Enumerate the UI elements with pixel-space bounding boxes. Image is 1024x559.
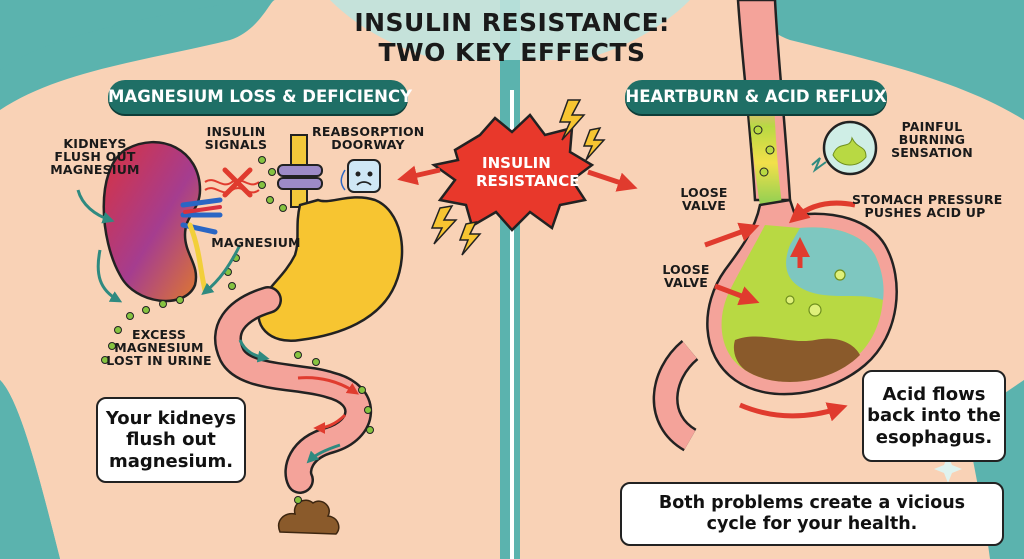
reabsorption-label: REABSORPTION DOORWAY [312, 124, 425, 153]
painful-burning-label: PAINFUL BURNING SENSATION [891, 119, 973, 161]
burning-bubble-icon [811, 120, 878, 176]
receptor-doorway-icon [277, 134, 323, 208]
loose-valve-upper-label: LOOSE VALVE [680, 185, 728, 214]
right-flow-arrows [704, 200, 856, 422]
blocked-signal-icon [204, 167, 260, 198]
right-callout: Acid flows back into the esophagus. [862, 370, 1006, 462]
insulin-signals-label: INSULIN SIGNALS [204, 124, 268, 153]
bottom-callout: Both problems create a vicious cycle for… [620, 482, 1004, 546]
right-panel-header: HEARTBURN & ACID REFLUX [625, 80, 887, 114]
excess-magnesium-label: EXCESS MAGNESIUM LOST IN URINE [106, 327, 212, 369]
sparkle-icon [934, 455, 962, 483]
sad-cube-icon [340, 159, 381, 193]
stomach-pressure-label: STOMACH PRESSURE PUSHES ACID UP [852, 192, 1003, 221]
left-flow-arrows [76, 189, 242, 303]
title-line-2: TWO KEY EFFECTS [378, 38, 646, 67]
loose-valve-lower-label: LOOSE VALVE [662, 262, 710, 291]
poop-icon [278, 496, 340, 535]
left-callout: Your kidneys flush out magnesium. [96, 397, 246, 483]
burst-line-1: INSULIN [482, 154, 551, 172]
stomach-icon [257, 196, 404, 343]
insulin-resistance-burst [397, 113, 638, 232]
lightning-icon [430, 99, 606, 256]
magnesium-label: MAGNESIUM [211, 235, 301, 250]
kidney-icon [102, 140, 223, 303]
kidneys-label: KIDNEYS FLUSH OUT MAGNESIUM [50, 136, 140, 178]
left-panel-header: MAGNESIUM LOSS & DEFICIENCY [108, 80, 412, 114]
burst-line-2: RESISTANCE [476, 172, 580, 190]
title-line-1: INSULIN RESISTANCE: [354, 8, 670, 37]
acid-stomach-icon [652, 198, 898, 452]
intestine-icon [213, 286, 373, 494]
